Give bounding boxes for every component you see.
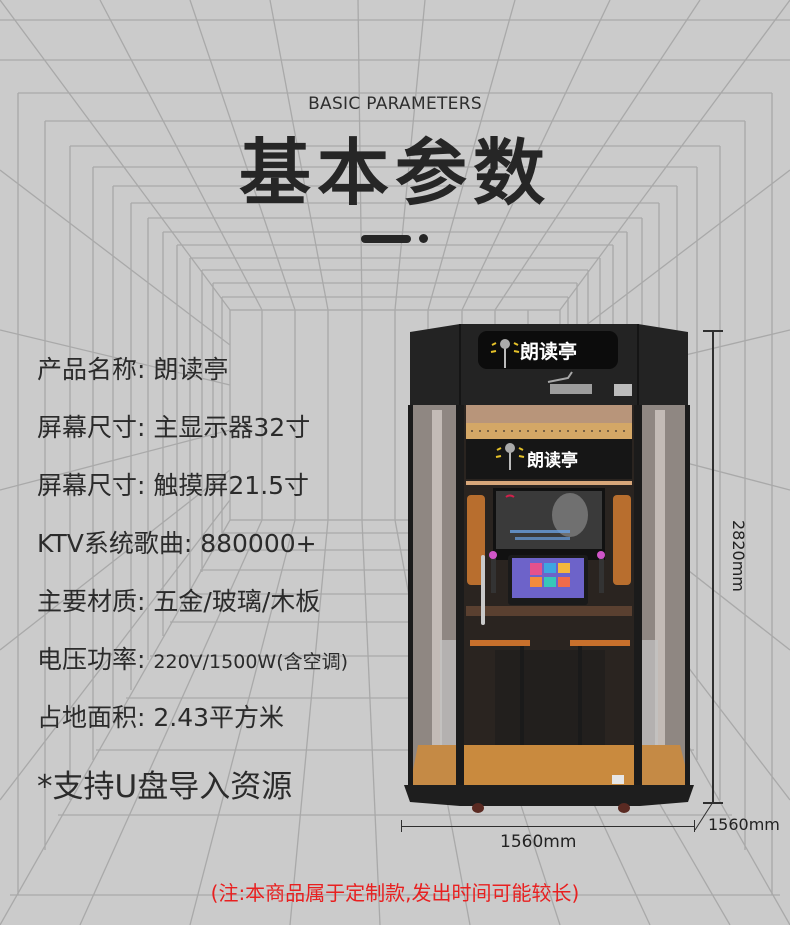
title-separator-dot — [419, 234, 428, 243]
depth-dimension-label: 1560mm — [708, 815, 780, 834]
height-dimension-cap-top — [703, 330, 723, 332]
spec-value: 朗读亭 — [153, 355, 229, 384]
spec-list: 产品名称: 朗读亭 屏幕尺寸: 主显示器32寸 屏幕尺寸: 触摸屏21.5寸 K… — [37, 350, 417, 756]
usb-support-note: *支持U盘导入资源 — [37, 769, 293, 805]
title-separator-bar — [361, 235, 411, 243]
spec-row-touch-screen: 屏幕尺寸: 触摸屏21.5寸 — [37, 466, 417, 524]
spec-label: 主要材质: — [37, 587, 146, 616]
width-dimension-cap-right — [694, 820, 695, 832]
width-dimension-label: 1560mm — [500, 832, 577, 852]
custom-order-note: (注:本商品属于定制款,发出时间可能较长) — [210, 881, 580, 905]
svg-text:朗读亭: 朗读亭 — [527, 450, 578, 471]
spec-value: 触摸屏21.5寸 — [153, 471, 310, 500]
width-dimension-line — [401, 826, 695, 827]
spec-label: 电压功率: — [37, 645, 146, 674]
height-dimension-line — [712, 331, 714, 803]
height-dimension-cap-bottom — [703, 802, 723, 804]
section-subtitle: BASIC PARAMETERS — [308, 94, 482, 114]
spec-label: 屏幕尺寸: — [37, 471, 146, 500]
spec-row-product-name: 产品名称: 朗读亭 — [37, 350, 417, 408]
spec-value: 主显示器32寸 — [153, 413, 311, 442]
spec-row-ktv-songs: KTV系统歌曲: 880000+ — [37, 524, 417, 582]
spec-label: KTV系统歌曲: — [37, 529, 193, 558]
svg-text:朗读亭: 朗读亭 — [520, 340, 577, 363]
depth-dimension-line — [694, 802, 714, 831]
spec-value: 880000+ — [200, 529, 317, 558]
spec-row-materials: 主要材质: 五金/玻璃/木板 — [37, 582, 417, 640]
spec-label: 屏幕尺寸: — [37, 413, 146, 442]
spec-label: 产品名称: — [37, 355, 146, 384]
spec-row-power: 电压功率: 220V/1500W(含空调) — [37, 640, 417, 698]
reading-booth-image: 朗读亭 朗读亭 — [404, 324, 694, 813]
spec-value: 2.43平方米 — [153, 703, 285, 732]
microphone-icon — [490, 339, 520, 368]
page-title: 基本参数 — [238, 131, 551, 215]
spec-row-floor-area: 占地面积: 2.43平方米 — [37, 698, 417, 756]
height-dimension-label: 2820mm — [729, 520, 748, 592]
width-dimension-cap-left — [401, 820, 402, 832]
spec-value: 五金/玻璃/木板 — [153, 587, 321, 616]
spec-label: 占地面积: — [37, 703, 146, 732]
spec-value: 220V/1500W(含空调) — [153, 651, 349, 673]
spec-row-main-screen: 屏幕尺寸: 主显示器32寸 — [37, 408, 417, 466]
